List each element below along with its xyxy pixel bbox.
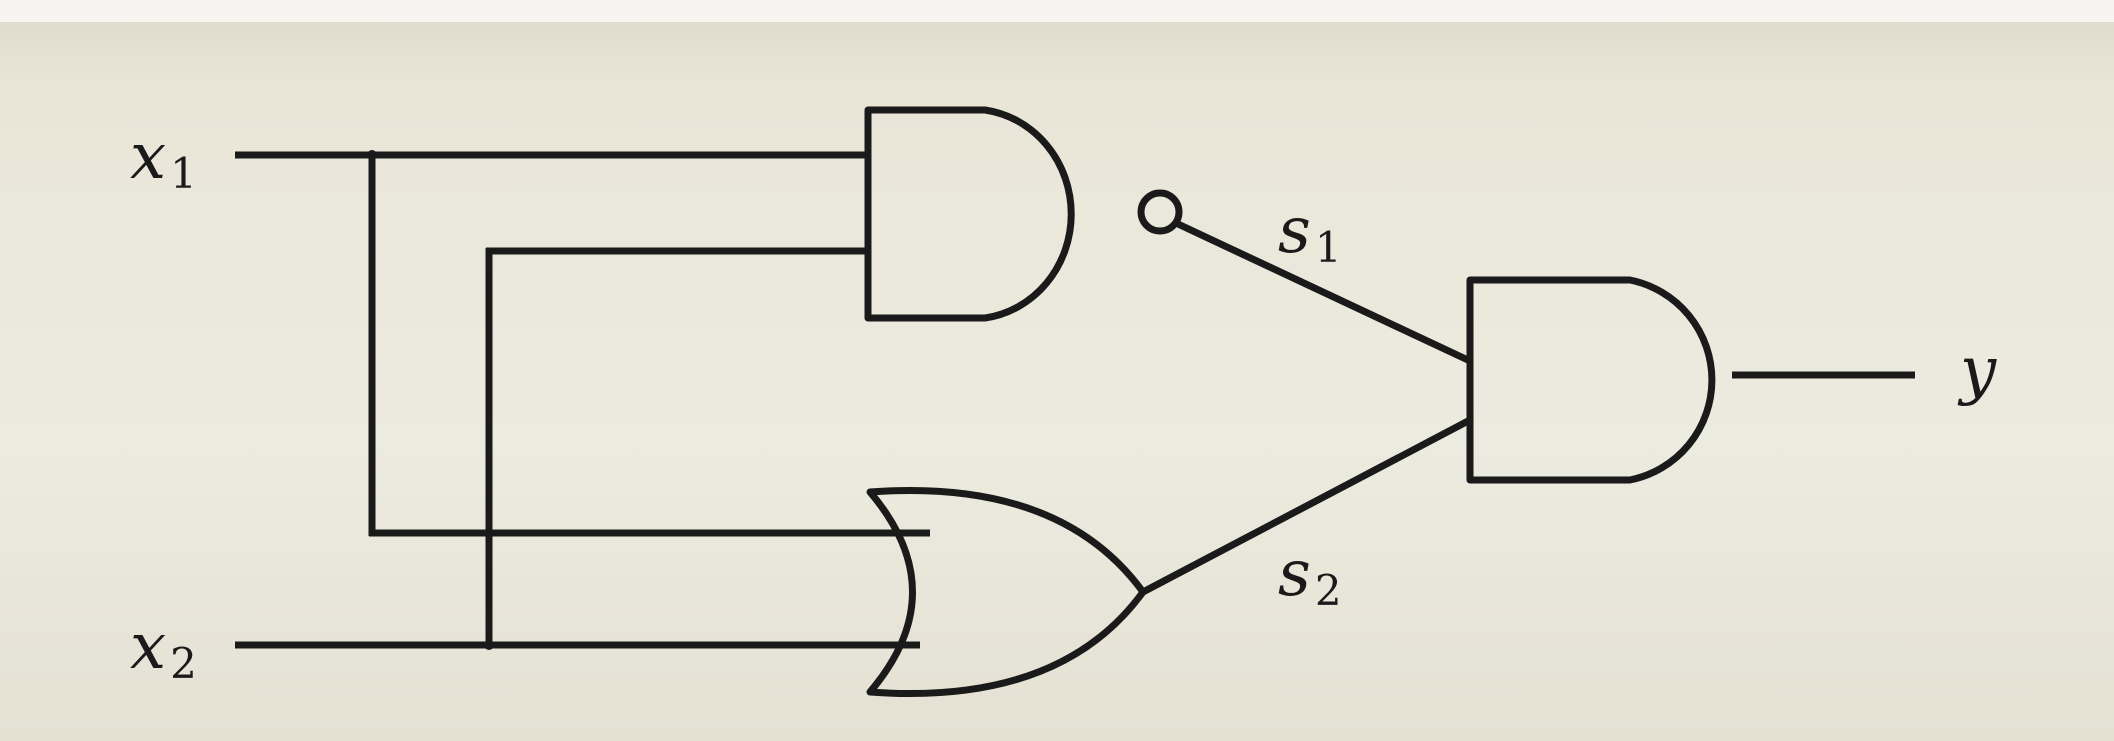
page-top-edge: [0, 0, 2114, 22]
label-y: y: [1957, 334, 1997, 408]
wire-s2: [1141, 416, 1472, 596]
label-x2-sub: 2: [170, 639, 197, 688]
label-s2-main: s: [1278, 537, 1311, 611]
label-x1-sub: 1: [170, 149, 197, 198]
nand-inversion-bubble: [1137, 189, 1183, 235]
nand-gate: [864, 106, 1075, 322]
label-s1: s1: [1278, 194, 1342, 272]
and-gate: [1466, 276, 1716, 484]
label-s1-main: s: [1278, 194, 1311, 268]
wire-s1: [1176, 220, 1472, 365]
or-gate: [866, 486, 1147, 698]
label-x2: x2: [130, 610, 197, 688]
junction-x1: [367, 150, 377, 160]
label-s1-sub: 1: [1315, 223, 1342, 272]
junction-x2: [484, 640, 494, 650]
label-x1-main: x: [130, 120, 166, 194]
label-x1: x1: [130, 120, 197, 198]
label-s2-sub: 2: [1315, 566, 1342, 615]
label-s2: s2: [1278, 537, 1342, 615]
label-x2-main: x: [130, 610, 166, 684]
label-y-main: y: [1957, 334, 1997, 408]
